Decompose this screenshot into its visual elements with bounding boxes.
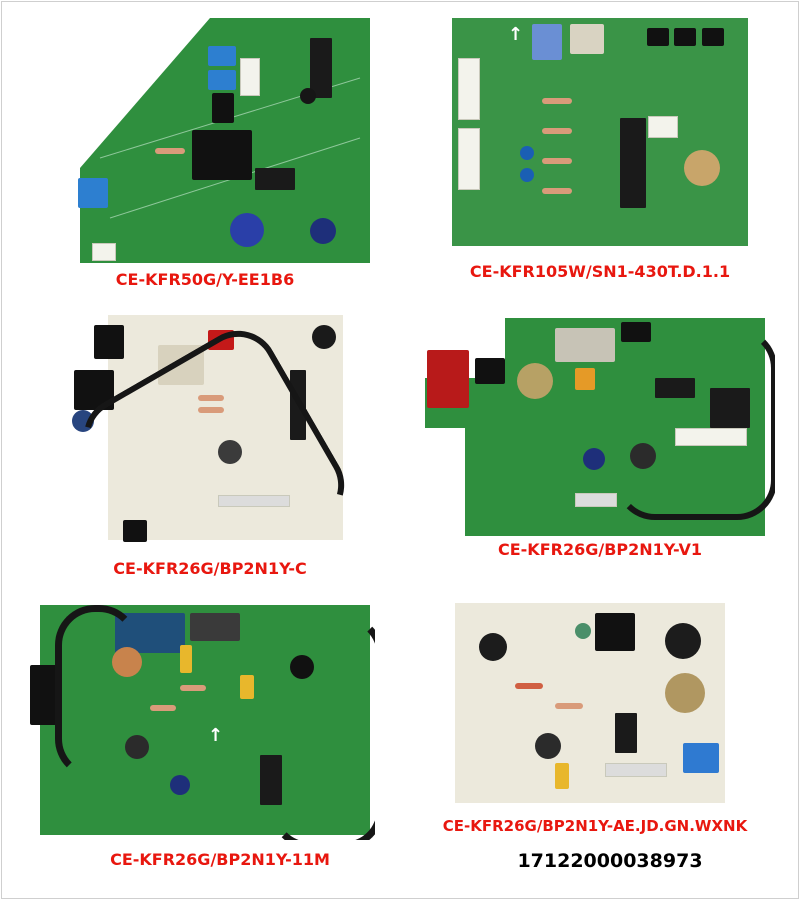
product-photo-1 (70, 18, 370, 263)
product-photo-5: ↑ (30, 605, 375, 840)
product-label-1: CE-KFR50G/Y-EE1B6 (115, 270, 295, 289)
product-photo-2: ↑ (452, 18, 748, 246)
product-label-5: CE-KFR26G/BP2N1Y-11M (110, 850, 330, 869)
part-number: 17122000038973 (517, 850, 703, 872)
product-photo-6 (455, 603, 735, 803)
product-label-3: CE-KFR26G/BP2N1Y-C (113, 559, 307, 578)
product-photo-4 (425, 318, 775, 536)
product-photo-3 (68, 315, 348, 555)
product-label-6: CE-KFR26G/BP2N1Y-AE.JD.GN.WXNK (442, 817, 748, 835)
product-label-2: CE-KFR105W/SN1-430T.D.1.1 (469, 262, 731, 281)
product-label-4: CE-KFR26G/BP2N1Y-V1 (497, 540, 702, 559)
